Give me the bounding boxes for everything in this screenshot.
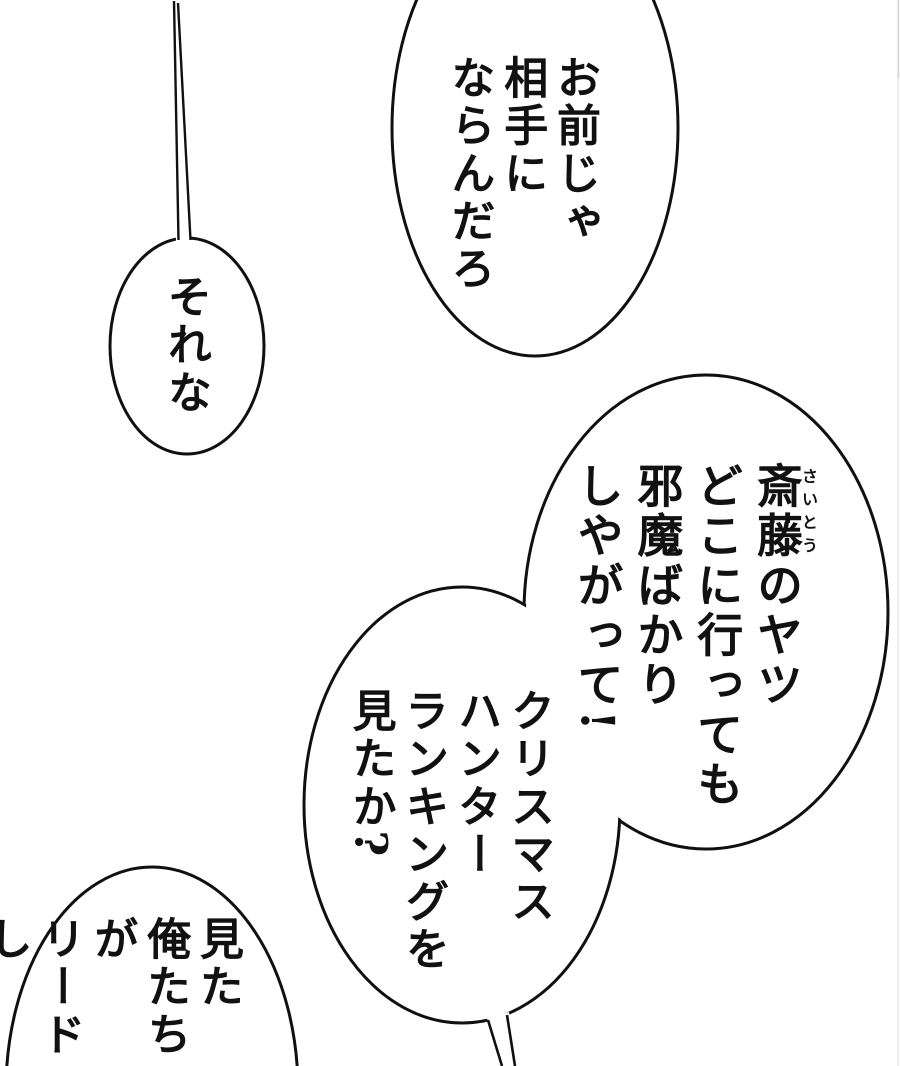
page-edge-line [897,0,900,1066]
bubble-saitou-union-mask [526,377,886,847]
bubble-sorena-tail-left-line [172,0,180,241]
bubble-christmas-tail-left-line [486,1019,504,1066]
bubble-omae-shape [390,0,680,358]
bubble-christmas-union-mask [306,589,618,1021]
speech-text-sorena: それな [160,274,211,417]
speech-text-omae: お前じゃ 相手に ならんだろ [443,55,600,293]
bubble-mita-shape [5,865,299,1066]
page-edge-line-top [897,0,900,78]
speech-text-mita: 見た 俺たちが リードし [0,916,243,1059]
bubble-christmas-tail-right-line [505,1014,517,1066]
furigana-saitou: さいとう [799,468,818,560]
speech-text-christmas: クリスマス ハンター ランキングを 見たか? [344,688,554,974]
speech-text-saitou: 斎藤のヤツ どこに行っても 邪魔ばかり しやがって! [570,462,804,810]
bubble-sorena-tail-right-line [176,2,192,241]
